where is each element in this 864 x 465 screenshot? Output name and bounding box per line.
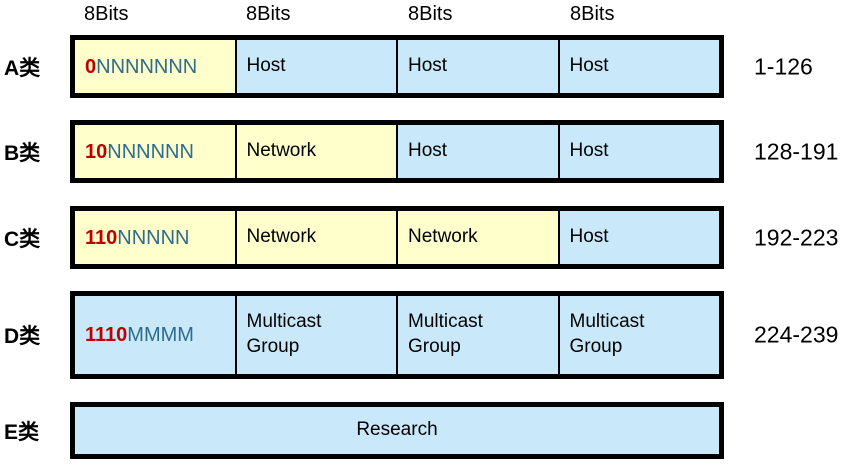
class-a-range: 1-126: [754, 53, 813, 79]
class-d-octet2-cell: Multicast Group: [234, 296, 396, 374]
class-a-octet2-cell: Host: [234, 40, 396, 93]
fixed-bits: 10: [85, 140, 108, 163]
variable-bits: NNNNNN: [107, 140, 194, 163]
fixed-bits: 1110: [85, 324, 128, 346]
class-c-row: C类 110NNNNN Network Network Host 192-223: [0, 206, 864, 269]
class-a-octet3-cell: Host: [396, 40, 558, 93]
octet-label-3: 8Bits: [408, 3, 453, 25]
class-d-box: 1110MMMM Multicast Group Multicast Group…: [70, 291, 724, 379]
class-d-bit-pattern-cell: 1110MMMM: [75, 296, 235, 374]
class-c-octet2-cell: Network: [234, 211, 396, 264]
class-b-label: B类: [4, 141, 41, 165]
class-c-octet4-cell: Host: [557, 211, 719, 264]
variable-bits: NNNNNNN: [96, 55, 198, 78]
class-b-octet3-cell: Host: [396, 125, 558, 178]
fixed-bits: 110: [85, 226, 118, 249]
class-b-range: 128-191: [754, 138, 839, 164]
class-e-research-cell: Research: [75, 407, 719, 454]
class-b-octet4-cell: Host: [557, 125, 719, 178]
class-a-bit-pattern-cell: 0NNNNNNN: [75, 40, 235, 93]
bit-pattern: 0NNNNNNN: [85, 54, 197, 80]
class-d-octet3-cell: Multicast Group: [396, 296, 558, 374]
class-b-octet2-cell: Network: [234, 125, 396, 178]
class-d-range: 224-239: [754, 321, 839, 348]
octet-label-2: 8Bits: [246, 3, 291, 25]
class-b-bit-pattern-cell: 10NNNNNN: [75, 125, 235, 178]
class-e-row: E类 Research: [0, 402, 864, 459]
bit-pattern: 110NNNNN: [85, 225, 189, 251]
class-a-row: A类 0NNNNNNN Host Host Host 1-126: [0, 35, 864, 98]
class-a-box: 0NNNNNNN Host Host Host: [70, 35, 724, 98]
class-d-row: D类 1110MMMM Multicast Group Multicast Gr…: [0, 291, 864, 379]
class-e-box: Research: [70, 402, 724, 459]
class-a-label: A类: [4, 56, 41, 80]
bit-pattern: 1110MMMM: [85, 322, 194, 348]
bit-pattern: 10NNNNNN: [85, 139, 194, 165]
class-e-label: E类: [4, 420, 40, 444]
class-c-label: C类: [4, 227, 41, 251]
class-c-range: 192-223: [754, 224, 839, 250]
class-b-row: B类 10NNNNNN Network Host Host 128-191: [0, 120, 864, 183]
fixed-bits: 0: [85, 55, 97, 78]
octet-label-4: 8Bits: [570, 3, 615, 25]
variable-bits: NNNNN: [117, 226, 190, 249]
class-a-octet4-cell: Host: [557, 40, 719, 93]
class-c-bit-pattern-cell: 110NNNNN: [75, 211, 235, 264]
variable-bits: MMMM: [127, 324, 194, 346]
class-c-box: 110NNNNN Network Network Host: [70, 206, 724, 269]
octet-label-1: 8Bits: [84, 3, 129, 25]
class-b-box: 10NNNNNN Network Host Host: [70, 120, 724, 183]
class-d-octet4-cell: Multicast Group: [557, 296, 719, 374]
class-c-octet3-cell: Network: [396, 211, 558, 264]
class-d-label: D类: [4, 325, 41, 348]
